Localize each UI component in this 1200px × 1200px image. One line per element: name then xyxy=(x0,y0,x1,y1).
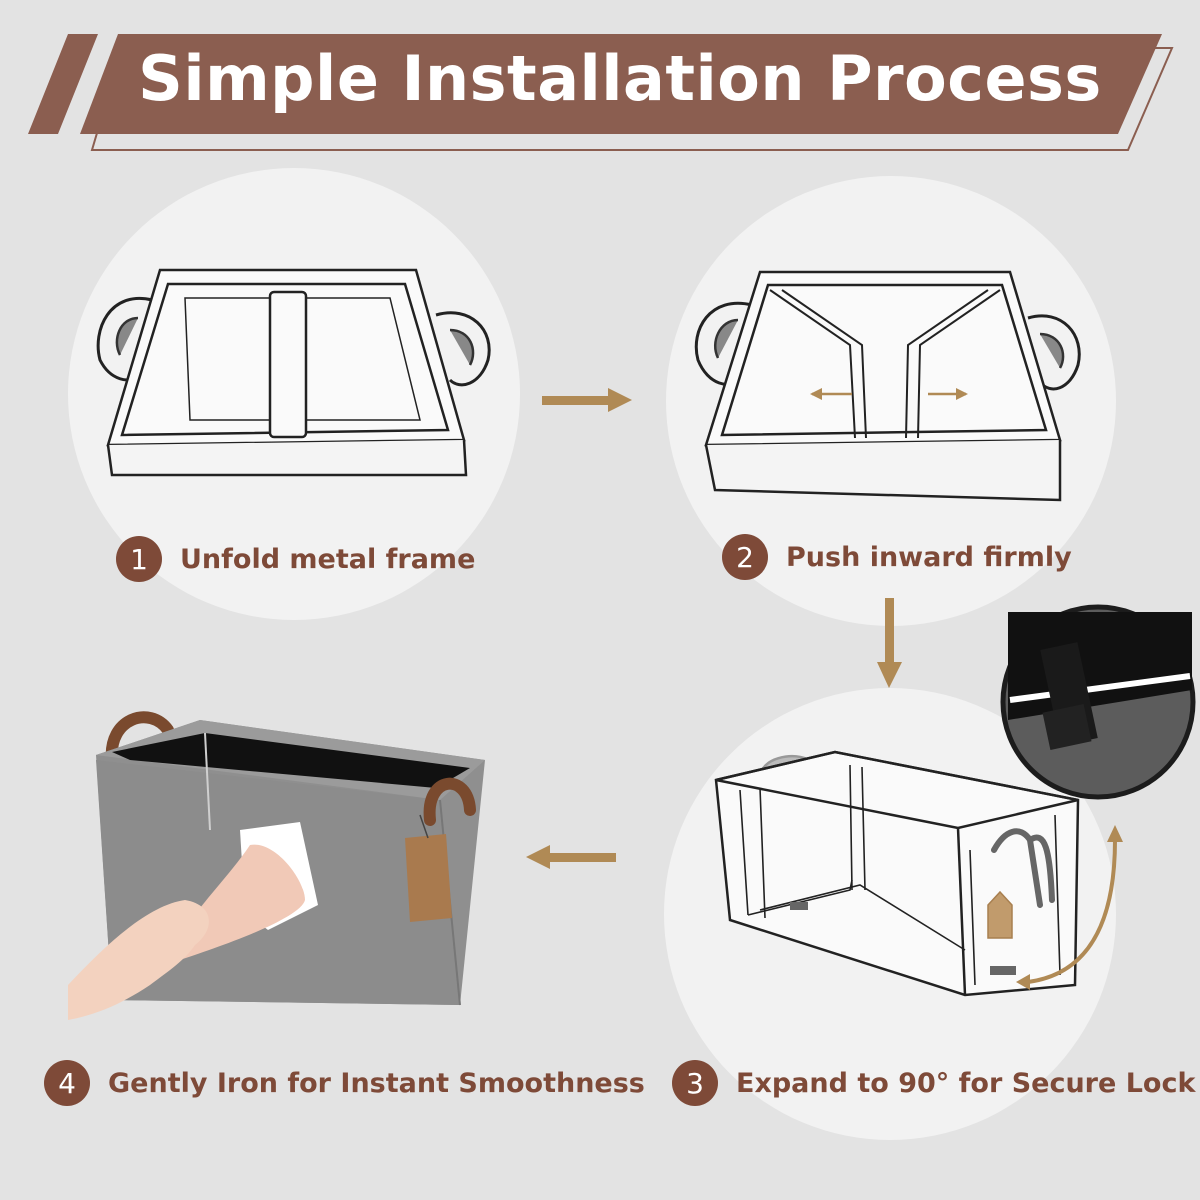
banner-shape xyxy=(28,34,1174,151)
step-1-text: Unfold metal frame xyxy=(180,543,476,575)
step-2-label: 2 Push inward firmly xyxy=(722,534,1072,580)
step-4-text: Gently Iron for Instant Smoothness xyxy=(108,1067,645,1099)
banner-accent-stripe xyxy=(28,34,98,134)
velcro-detail-inset xyxy=(1000,604,1196,800)
step-1-number-badge: 1 xyxy=(116,536,162,582)
step-2-text: Push inward firmly xyxy=(786,541,1072,573)
step-4-basket-illustration xyxy=(68,711,485,1020)
step-4-number-badge: 4 xyxy=(44,1060,90,1106)
step-3-number-badge: 3 xyxy=(672,1060,718,1106)
arrow-right-icon xyxy=(542,388,632,412)
step-2-number-badge: 2 xyxy=(722,534,768,580)
step-3-basket-illustration xyxy=(714,750,1080,997)
step-2-basket-illustration xyxy=(694,270,1081,502)
arrow-left-icon xyxy=(526,845,616,869)
page-title: Simple Installation Process xyxy=(138,41,1102,115)
step-3-text: Expand to 90° for Secure Lock xyxy=(736,1067,1196,1099)
step-1-basket-illustration xyxy=(96,268,491,477)
step-3-label: 3 Expand to 90° for Secure Lock xyxy=(672,1060,1195,1106)
curved-arrow-icon xyxy=(1016,825,1123,990)
banner-fill xyxy=(80,34,1162,134)
step-4-label: 4 Gently Iron for Instant Smoothness xyxy=(44,1060,645,1106)
arrow-down-icon xyxy=(877,598,902,688)
step-1-label: 1 Unfold metal frame xyxy=(116,536,475,582)
title-banner: Simple Installation Process xyxy=(0,0,1200,160)
